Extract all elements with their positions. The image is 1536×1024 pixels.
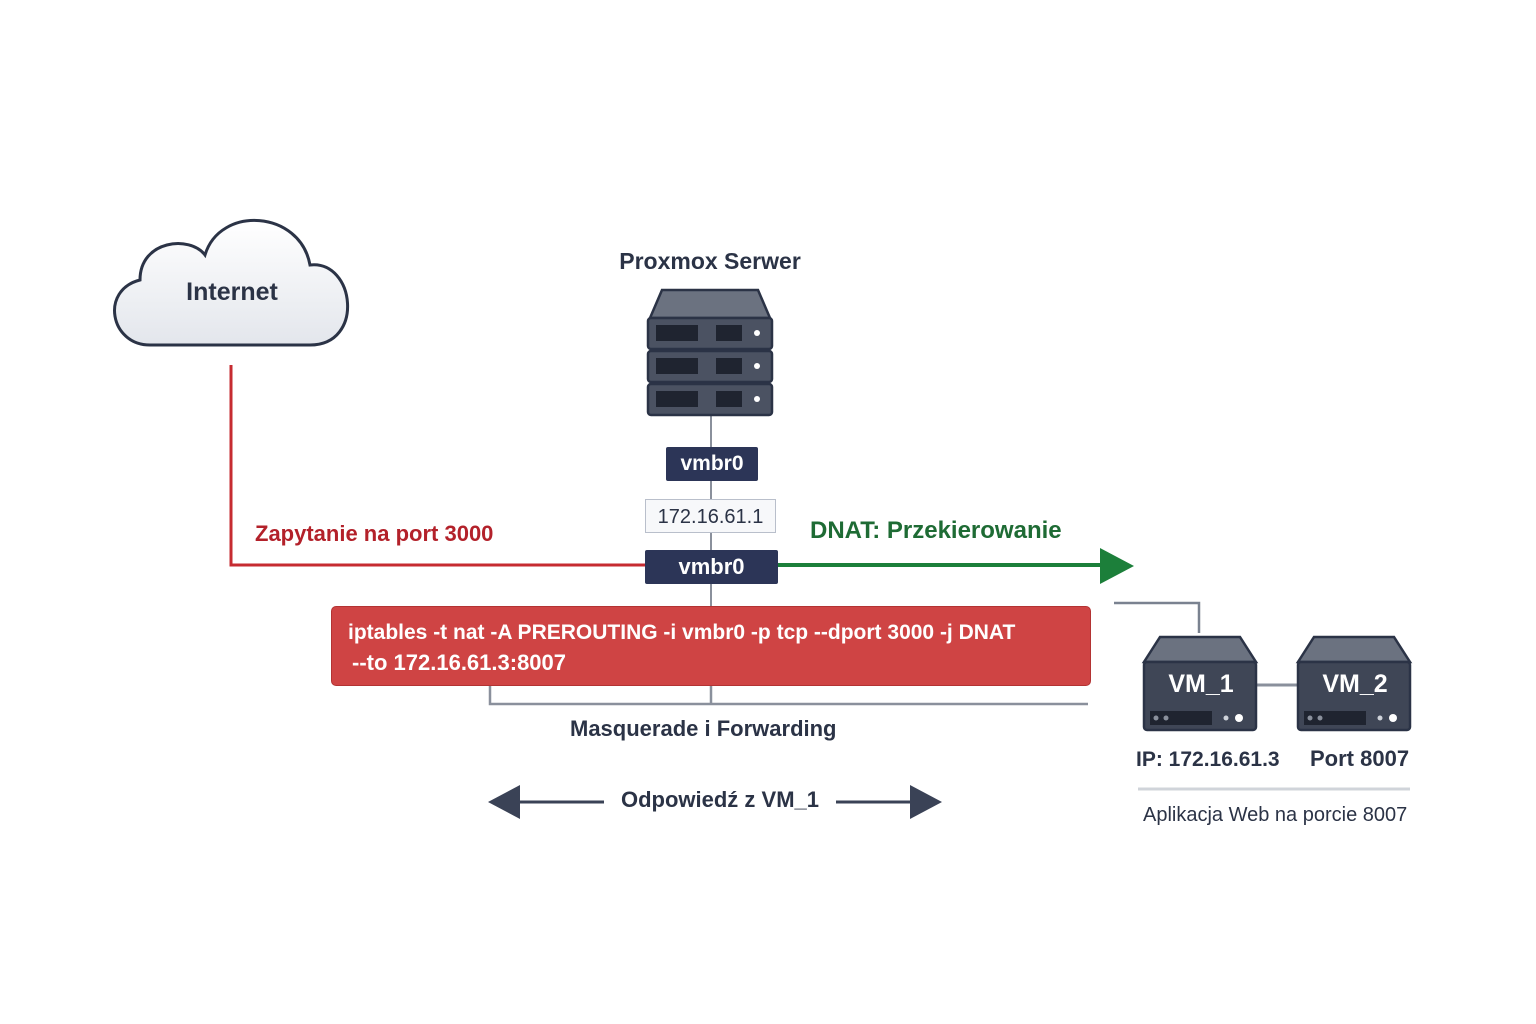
vm2-icon <box>1295 635 1413 732</box>
dnat-arrowhead <box>1100 548 1134 584</box>
vm1-name: VM_1 <box>1168 670 1234 698</box>
request-line <box>229 365 645 567</box>
internet-label: Internet <box>186 278 278 306</box>
iptables-command-box: iptables -t nat -A PREROUTING -i vmbr0 -… <box>331 606 1091 686</box>
vm-connector <box>1114 601 1201 633</box>
bridge-top-chip: vmbr0 <box>666 447 758 481</box>
masquerade-bracket <box>488 686 1088 706</box>
vm2-caption: Port 8007 <box>1310 746 1410 771</box>
dnat-label: DNAT: Przekierowanie <box>810 517 1062 544</box>
vm1-icon <box>1141 635 1259 732</box>
command-line-1: iptables -t nat -A PREROUTING -i vmbr0 -… <box>348 621 1016 644</box>
response-label: Odpowiedź z VM_1 <box>620 787 820 812</box>
server-icon <box>646 288 774 417</box>
bridge-ip-box: 172.16.61.1 <box>645 499 776 533</box>
vm2-name: VM_2 <box>1322 670 1388 698</box>
app-label: Aplikacja Web na porcie 8007 <box>1143 804 1408 826</box>
masquerade-label: Masquerade i Forwarding <box>570 716 837 741</box>
bridge-main-chip: vmbr0 <box>645 550 778 584</box>
vm1-caption: IP: 172.16.61.3 <box>1136 748 1280 771</box>
server-title: Proxmox Serwer <box>619 248 801 274</box>
command-line-2: --to 172.16.61.3:8007 <box>352 650 567 675</box>
cloud-icon <box>113 219 349 347</box>
request-label: Zapytanie na port 3000 <box>255 521 494 546</box>
response-arrowhead-left <box>488 785 520 819</box>
response-arrowhead-right <box>910 785 942 819</box>
